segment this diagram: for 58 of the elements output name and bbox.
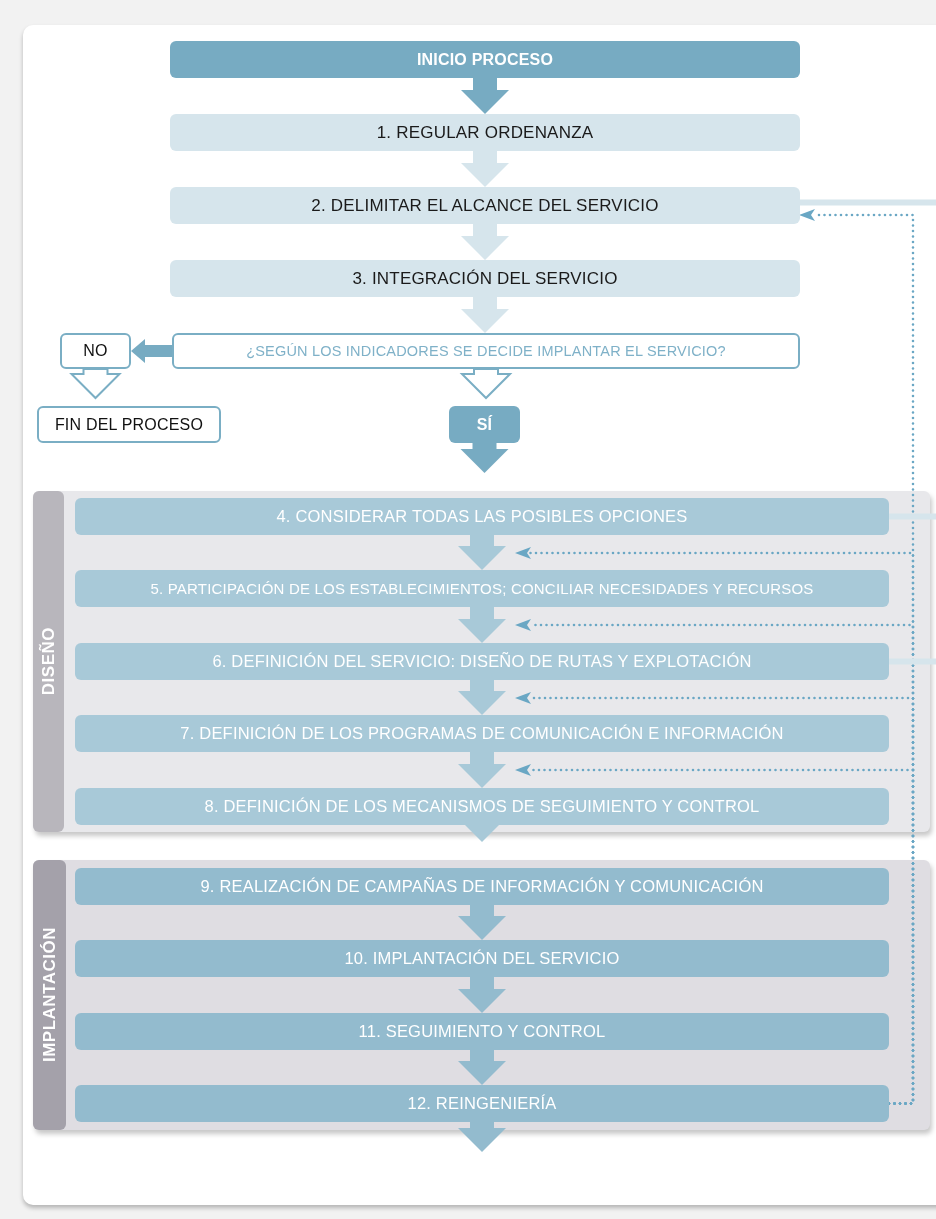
step-label: 4. CONSIDERAR TODAS LAS POSIBLES OPCIONES [276,507,688,526]
start-box [170,41,800,78]
step-label: 12. REINGENIERÍA [407,1094,557,1113]
arrow [461,296,509,333]
outcome-box [37,406,221,443]
step-label: 2. DELIMITAR EL ALCANCE DEL SERVICIO [311,195,659,216]
arrow [458,606,506,643]
process-box [170,114,800,151]
connector-line [797,199,936,206]
step-label: SÍ [476,415,493,434]
outcome-box [60,333,131,369]
arrow [458,904,506,940]
arrow [458,679,506,715]
process-box [75,643,889,680]
step-label: INICIO PROCESO [416,50,554,69]
step-label: ¿SEGÚN LOS INDICADORES SE DECIDE IMPLANTAR EL SERVICIO? [246,343,726,359]
arrow [458,534,506,570]
process-box [75,498,889,535]
hollow-arrow [69,368,122,400]
process-box [75,715,889,752]
decision-box [172,333,800,369]
phase-panel [33,491,930,832]
phase-label: DISEÑO [38,627,59,696]
process-box [75,1085,889,1122]
step-label: 3. INTEGRACIÓN DEL SERVICIO [352,268,618,289]
step-label: 7. DEFINICIÓN DE LOS PROGRAMAS DE COMUNICACIÓN E INFORMACIÓN [180,724,784,743]
phase-panel [33,860,930,1130]
step-label: 5. PARTICIPACIÓN DE LOS ESTABLECIMIENTOS; CONCILIAR NECESIDADES Y RECURSOS [150,580,814,597]
step-label: 6. DEFINICIÓN DEL SERVICIO: DISEÑO DE RUTAS Y EXPLOTACIÓN [212,652,752,671]
arrow [458,751,506,788]
step-label: 10. IMPLANTACIÓN DEL SERVICIO [344,949,620,968]
process-box [75,788,889,825]
process-box [75,1013,889,1050]
arrow [458,1121,506,1152]
start-box [449,406,520,443]
arrow [458,976,506,1013]
arrow [461,77,509,114]
arrow [460,442,509,473]
step-label: FIN DEL PROCESO [54,415,204,434]
phase-label: IMPLANTACIÓN [39,927,60,1063]
arrow [461,223,509,260]
connector-line [886,658,936,665]
connector-line [886,513,936,520]
process-box [75,570,889,607]
arrow [458,1049,506,1085]
hollow-arrow [459,368,513,400]
process-box [170,260,800,297]
process-box [75,868,889,905]
step-label: 11. SEGUIMIENTO Y CONTROL [358,1022,606,1041]
step-label: 8. DEFINICIÓN DE LOS MECANISMOS DE SEGUIMIENTO Y CONTROL [204,797,760,816]
arrow [461,150,509,187]
dotted-arrow [515,764,915,1105]
process-box [75,940,889,977]
step-label: 1. REGULAR ORDENANZA [376,122,594,143]
process-box [170,187,800,224]
step-label: NO [83,342,108,360]
arrow [131,339,172,363]
step-label: 9. REALIZACIÓN DE CAMPAÑAS DE INFORMACIÓN Y COMUNICACIÓN [200,877,764,896]
